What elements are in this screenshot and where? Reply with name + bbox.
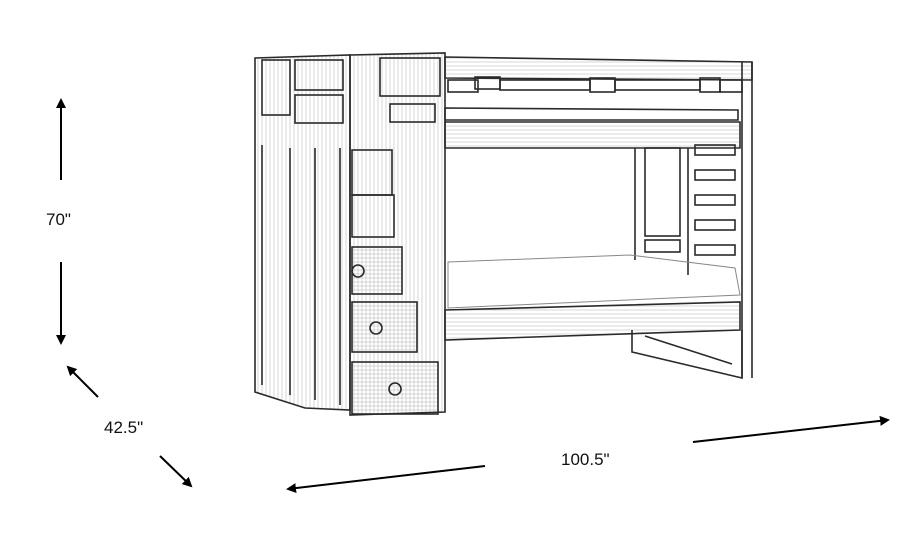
width-arrow-right-icon [692,415,890,443]
width-dimension-label: 100.5" [561,450,610,469]
bed-frame [254,52,753,416]
depth-dimension-label: 42.5" [104,418,144,437]
dimension-arrows [56,98,890,494]
width-arrow-left-icon [286,465,486,494]
depth-arrow-back-icon [66,365,99,398]
depth-arrow-front-icon [159,455,193,488]
height-dimension-label: 70" [46,210,71,229]
